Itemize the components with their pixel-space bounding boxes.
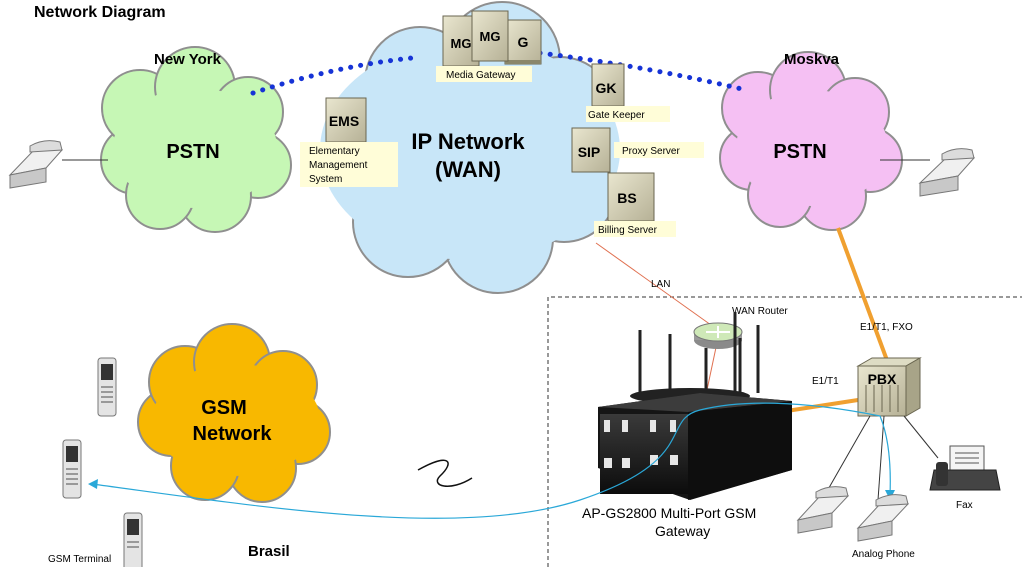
wan-router-label: WAN Router — [732, 306, 788, 317]
gsm-terminal-2-icon — [62, 439, 82, 499]
billing-server-label-box — [594, 221, 676, 237]
pstn-pbx-link — [836, 227, 890, 364]
wireless-wave — [417, 459, 473, 487]
gsm-arrowhead — [88, 479, 98, 489]
pstn-new-york-cloud: PSTN — [100, 46, 292, 233]
dotted-link-left — [250, 55, 415, 96]
mg-server-2-label: MG — [480, 29, 501, 44]
e1t1-label: E1/T1 — [812, 376, 839, 387]
fax-label: Fax — [956, 500, 973, 511]
mg-server-2: MG — [471, 10, 509, 62]
e1t1-fxo-label: E1/T1, FXO — [860, 322, 913, 333]
lan-label: LAN — [651, 279, 670, 290]
gsm-call-path — [91, 402, 891, 519]
pbx-wiring — [821, 415, 939, 501]
ems-server: EMS Elementary Management System — [300, 97, 398, 187]
ems-label: EMS — [329, 113, 359, 129]
gate-keeper-server: GK Gate Keeper — [586, 63, 670, 122]
gateway-label-line2: Gateway — [655, 523, 710, 539]
ems-label-box — [300, 142, 398, 187]
site-new-york: New York — [154, 51, 222, 68]
wan-router-icon — [693, 322, 743, 349]
site-brasil: Brasil — [248, 543, 290, 560]
pstn-left-label: PSTN — [166, 141, 219, 163]
gate-keeper-label-box — [586, 106, 670, 122]
lan-link — [595, 242, 719, 331]
gate-keeper-label: Gate Keeper — [588, 110, 645, 121]
pstn-right-label: PSTN — [773, 141, 826, 163]
gsm-terminal-label: GSM Terminal — [48, 554, 111, 565]
proxy-server-label-box — [614, 142, 704, 158]
billing-server-label: Billing Server — [598, 225, 658, 236]
mg-server-3: G — [504, 19, 542, 65]
media-gateway-label: Media Gateway — [446, 70, 515, 81]
gateway-label-line1: AP-GS2800 Multi-Port GSM — [582, 505, 756, 521]
gk-label: GK — [596, 80, 617, 96]
wan-label: (WAN) — [435, 157, 501, 182]
network-label: Network — [193, 423, 273, 445]
proxy-server-label: Proxy Server — [622, 146, 680, 157]
bs-label: BS — [617, 190, 636, 206]
gsm-gateway-device — [598, 312, 792, 500]
gsm-network-cloud: GSM Network — [137, 323, 331, 503]
site-boundary — [547, 296, 1022, 567]
mg-server-3-label: G — [518, 34, 529, 50]
sip-proxy-server: SIP Proxy Server — [571, 127, 704, 173]
sip-label: SIP — [578, 144, 601, 160]
gsm-terminal-1-icon — [97, 357, 117, 417]
phone-moskva-icon — [880, 148, 976, 197]
media-gateway-label-box — [436, 66, 532, 82]
gsm-label: GSM — [201, 397, 247, 419]
site-moskva: Moskva — [784, 51, 840, 68]
pbx-device: PBX — [856, 357, 922, 417]
ems-desc-line3: System — [309, 174, 342, 185]
mg-server-1-label: MG — [451, 36, 472, 51]
pbx-label: PBX — [868, 371, 897, 387]
media-gateway-servers: G MG MG Media Gateway — [436, 10, 542, 82]
fax-icon — [929, 445, 1001, 491]
ems-desc-line2: Management — [309, 160, 368, 171]
pstn-moskva-cloud: PSTN — [719, 51, 903, 231]
billing-server: BS Billing Server — [594, 172, 676, 237]
analog-phone-2-icon — [856, 494, 910, 542]
ems-desc-line1: Elementary — [309, 146, 360, 157]
analog-phone-label: Analog Phone — [852, 549, 915, 560]
ip-network-cloud: IP Network (WAN) — [320, 1, 620, 294]
gsm-terminal-3-icon — [123, 512, 143, 567]
ip-network-label: IP Network — [411, 129, 525, 154]
phone-new-york-icon — [8, 140, 108, 189]
analog-phone-1-icon — [796, 486, 850, 534]
diagram-title: Network Diagram — [34, 4, 166, 21]
